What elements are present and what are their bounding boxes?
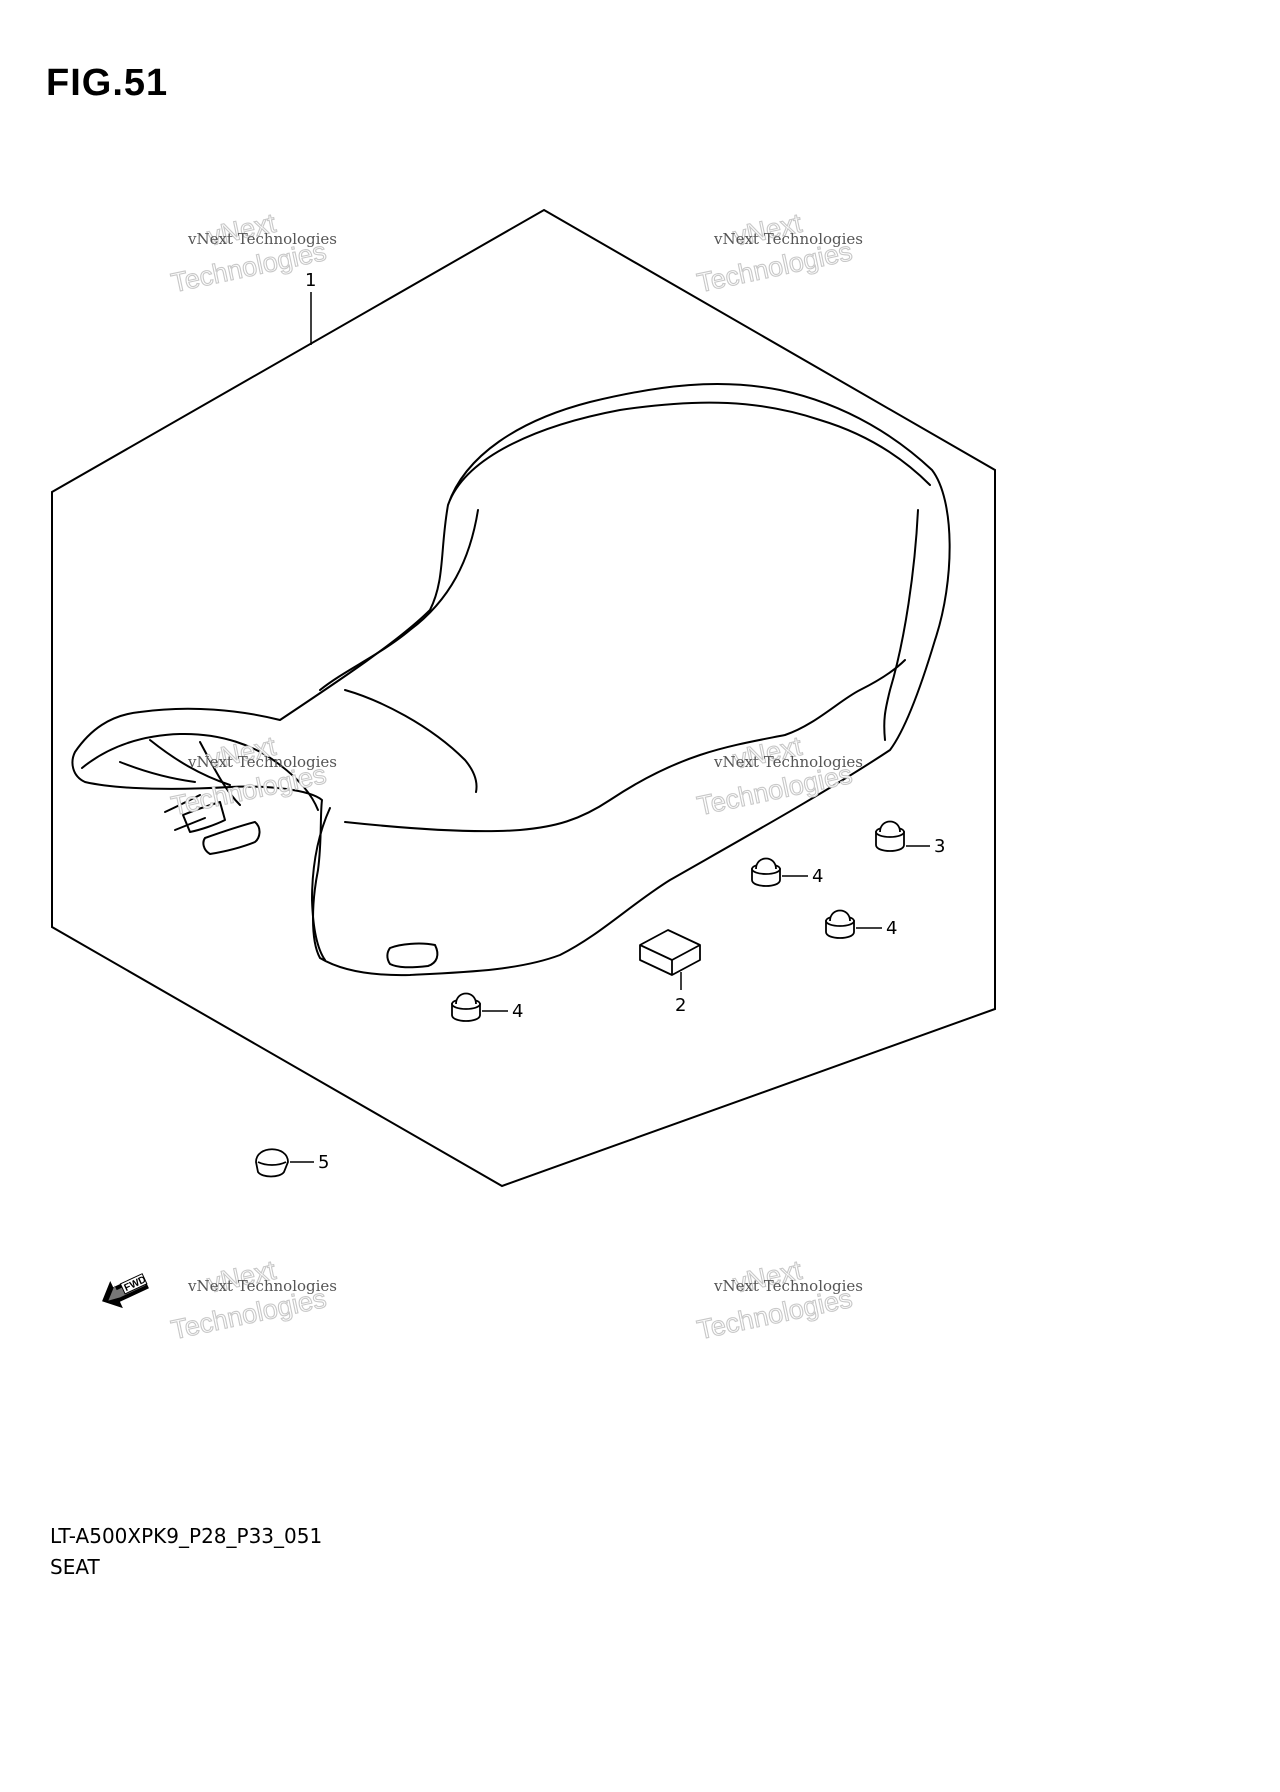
watermark-3: vNext vNext Technologies Technologies — [168, 730, 337, 821]
section-name: SEAT — [50, 1555, 100, 1579]
callout-4a: 4 — [812, 866, 823, 887]
cushion-part-2 — [639, 929, 701, 976]
cushion-part-4c — [451, 992, 481, 1022]
model-code: LT-A500XPK9_P28_P33_051 — [50, 1524, 323, 1548]
assembly-hexagon — [51, 208, 996, 1188]
figure-title: FIG.51 — [46, 62, 169, 104]
callout-4b: 4 — [886, 918, 897, 939]
watermark-5: vNext vNext Technologies Technologies — [168, 1254, 337, 1345]
cap-part-5 — [255, 1148, 289, 1178]
callout-4c: 4 — [512, 1001, 523, 1022]
fwd-arrow-icon: FWD — [102, 1273, 149, 1309]
watermark-small: vNext Technologies — [713, 230, 863, 248]
cushion-part-4b — [825, 909, 855, 939]
cushion-part-4a — [751, 857, 781, 887]
watermark-2: vNext vNext Technologies Technologies — [694, 207, 863, 298]
watermark-4: vNext vNext Technologies Technologies — [694, 730, 863, 821]
watermark-small: vNext Technologies — [713, 1277, 863, 1295]
watermark-small: vNext Technologies — [187, 230, 337, 248]
watermark-6: vNext vNext Technologies Technologies — [694, 1254, 863, 1345]
cushion-part-3 — [875, 820, 905, 852]
callout-5: 5 — [318, 1152, 329, 1173]
callout-3: 3 — [934, 836, 945, 857]
watermark-small: vNext Technologies — [713, 753, 863, 771]
callout-1: 1 — [305, 270, 316, 291]
seat-illustration — [71, 383, 951, 977]
callout-2: 2 — [675, 995, 686, 1016]
watermark-small: vNext Technologies — [187, 753, 337, 771]
watermark-small: vNext Technologies — [187, 1277, 337, 1295]
